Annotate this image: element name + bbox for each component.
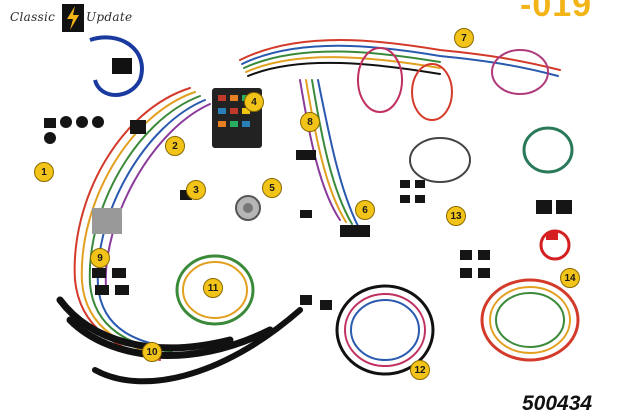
callout-badge-11: 11 <box>203 278 223 298</box>
lightning-bolt-icon <box>62 4 84 32</box>
callout-badge-8: 8 <box>300 112 320 132</box>
brand-logo: Classic Update <box>6 4 148 34</box>
corner-partial-text: -019 <box>520 0 593 24</box>
callout-badge-10: 10 <box>142 342 162 362</box>
brand-right-word: Update <box>86 10 133 24</box>
callout-badge-2: 2 <box>165 136 185 156</box>
callout-badge-1: 1 <box>34 162 54 182</box>
callout-badge-5: 5 <box>262 178 282 198</box>
brand-left-word: Classic <box>10 10 56 24</box>
callout-badge-12: 12 <box>410 360 430 380</box>
callout-badge-13: 13 <box>446 206 466 226</box>
callout-badge-3: 3 <box>186 180 206 200</box>
callout-badge-6: 6 <box>355 200 375 220</box>
part-number: 500434 <box>522 392 593 415</box>
callout-badge-7: 7 <box>454 28 474 48</box>
callout-badge-14: 14 <box>560 268 580 288</box>
callout-badge-4: 4 <box>244 92 264 112</box>
callout-badge-9: 9 <box>90 248 110 268</box>
